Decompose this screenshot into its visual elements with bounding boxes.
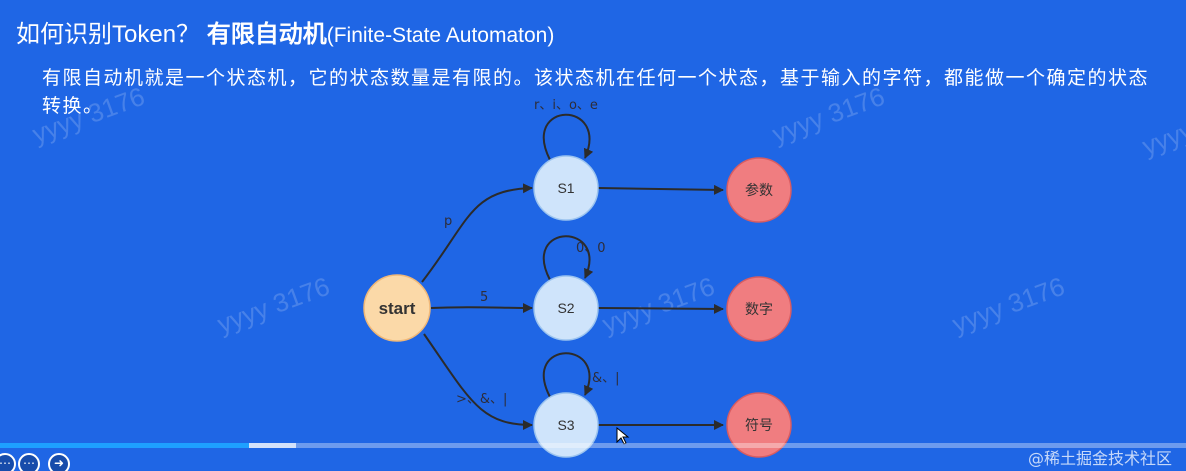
edge-start-s2 [430,302,533,313]
title-question: 如何识别Token？ [16,21,201,48]
edge-label-5: 5 [480,290,488,305]
loop-label-s2: 0、0 [576,241,606,256]
next-arrow-icon[interactable]: ➜ [48,453,70,471]
video-progress-fill [0,443,250,448]
loop-s2 [542,235,594,281]
loop-label-s3: &、| [592,371,620,386]
state-node-s2-label: S2 [557,300,574,316]
result-node-param-label: 参数 [745,182,773,198]
loop-s1 [542,113,594,161]
mouse-cursor-icon [616,426,630,445]
loop-label-s1: r、i、o、e [534,98,598,113]
state-node-s2 [533,275,599,341]
video-buffer-bar [249,443,297,448]
title-english: (Finite-State Automaton) [326,24,555,47]
edge-start-s1 [421,183,533,283]
edge-s2-number [597,303,724,314]
slide-title: 如何识别Token？ 有限自动机(Finite-State Automaton) [16,14,554,49]
state-node-s1-label: S1 [557,180,574,196]
result-node-number [726,276,792,342]
result-node-symbol [726,392,792,458]
loop-s3 [542,352,594,398]
start-node-label: start [379,299,416,318]
title-topic: 有限自动机 [206,21,327,48]
result-node-symbol-label: 符号 [745,417,773,433]
more-options-icon[interactable]: ⋯ [18,453,40,471]
result-node-param [726,157,792,223]
description-text: 有限自动机就是一个状态机，它的状态数量是有限的。该状态机在任何一个状态，基于输入… [42,67,1150,117]
state-node-s3 [533,392,599,458]
edge-s1-param [597,184,724,195]
source-credit: @稀土掘金技术社区 [1027,449,1172,468]
video-progress-track[interactable] [0,443,1186,448]
result-node-number-label: 数字 [745,301,773,317]
edge-label-symbols: >、&、| [456,392,507,407]
state-node-s3-label: S3 [557,417,574,433]
start-node [363,274,431,342]
edge-start-s3 [423,333,533,430]
edge-label-p: p [444,214,452,229]
more-options-icon[interactable]: ⋯ [0,453,16,471]
state-node-s1 [533,155,599,221]
